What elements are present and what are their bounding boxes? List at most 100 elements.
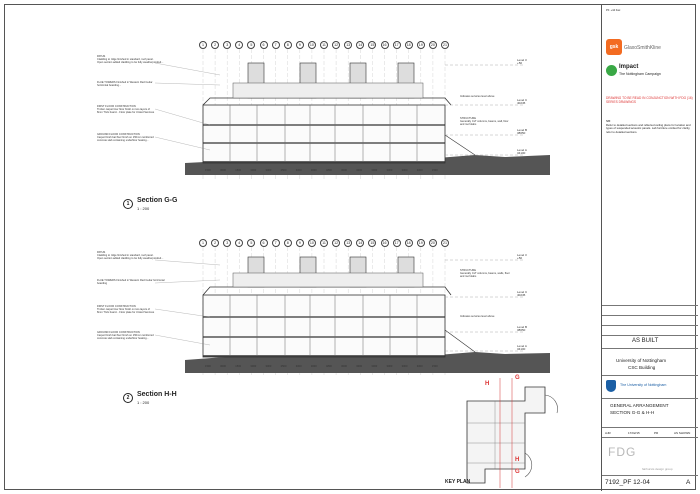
drawing-number: 7192_PF 12-04 [605, 479, 650, 486]
dimension-value: 1500 [205, 169, 211, 172]
grid-bubble: 10 [307, 239, 316, 247]
note-structure: STRUCTURE Generally CLT columns, beams, … [460, 117, 509, 126]
roof-line [202, 97, 452, 106]
dimension-value: 4800 [326, 365, 332, 368]
ground-mass [185, 155, 550, 175]
leader-lines [154, 62, 221, 151]
grid-bubble: 19 [416, 41, 425, 49]
dimension-value: 1500 [431, 169, 438, 172]
grid-bubble: 14 [356, 41, 365, 49]
level-tag: Level B 38650 [517, 128, 528, 136]
level-lines [445, 64, 525, 156]
drawing-title-line-1: GENERAL ARRANGEMENT [610, 403, 669, 408]
section-title: Section H-H [137, 391, 177, 398]
grid-bubble: 15 [368, 41, 377, 49]
grid-bubble: 5 [247, 41, 256, 49]
dimension-value: 3000 [295, 365, 302, 368]
project-name: CSC Building [628, 365, 656, 370]
dimension-value: 3000 [356, 169, 363, 172]
key-plan: H G G H KEY PLAN [445, 373, 601, 491]
grid-bubble: 4 [235, 239, 244, 247]
level-tag: Level A 34100 [517, 344, 527, 352]
impact-subtitle: The Nottingham Campaign [619, 72, 661, 76]
grid-bubble: 18 [404, 239, 413, 247]
dimension-value: 3000 [356, 365, 363, 368]
grid-bubble: 5 [247, 239, 256, 247]
dimension-value: 3000 [401, 365, 408, 368]
dimension-value: 3000 [401, 169, 408, 172]
note-text: Refer to detailed sections and reflected… [606, 123, 691, 134]
grid-bubble: 3 [223, 239, 232, 247]
note-flue-towers: FLUE TOWERS Finished in Western Red Ceda… [97, 279, 165, 285]
dimension-value: 3000 [265, 365, 272, 368]
dimension-value: 1500 [235, 169, 242, 172]
external-ramp [444, 329, 476, 353]
grid-bubble: 20 [428, 239, 437, 247]
grid-bubble: 17 [392, 239, 401, 247]
dimension-value: 1500 [431, 365, 438, 368]
checked-by: PR [654, 431, 659, 435]
note-flue-towers: FLUE TOWERS Finished in Western Red Ceda… [97, 81, 153, 87]
grid-bubble: 12 [332, 41, 341, 49]
key-plan-curve [524, 452, 533, 478]
note-first-floor: FIRST FLOOR CONSTRUCTION Timber carpet l… [97, 105, 155, 114]
grid-bubble: 13 [344, 239, 353, 247]
key-plan-rooms [467, 401, 525, 469]
fdg-logo: FDG [608, 445, 637, 459]
fdg-subtitle: fairhursts design group [642, 467, 673, 471]
grid-bubble: 18 [404, 41, 413, 49]
dimension-value: 3000 [341, 169, 347, 172]
grid-bubble: 6 [259, 41, 268, 49]
section-number: 2 [123, 393, 133, 403]
grid-bubble: 11 [320, 41, 328, 49]
grid-bubble: 15 [368, 239, 377, 247]
contact-line: Ph: +44 Fax: [606, 9, 621, 12]
partitions [229, 105, 418, 162]
client-sponsor-name: GlaxoSmithKline [624, 45, 661, 51]
level-tag: Level 3 +50 [517, 58, 527, 66]
status-stamp: AS BUILT [632, 338, 659, 344]
level-tag: Level B 38650 [517, 325, 528, 333]
dimension-value: 4800 [326, 169, 332, 172]
grid-bubble: 16 [380, 41, 389, 49]
dimension-value: 3000 [416, 365, 423, 368]
note-ground-floor: GROUND FLOOR CONSTRUCTION Carpet finish … [97, 331, 154, 340]
note-first-floor: FIRST FLOOR CONSTRUCTION Timber carpet l… [97, 305, 155, 314]
dimension-value: 3000 [371, 169, 378, 172]
grid-bubble: 21 [441, 239, 449, 247]
building-envelope [202, 294, 446, 358]
note-paths: PATHS Cladding to ridge finished in stan… [97, 251, 164, 260]
dimension-value: 3000 [220, 365, 226, 368]
grid-bubble: 3 [223, 41, 232, 49]
level-tag: Level C 40245 [517, 98, 528, 106]
leader-lines [154, 259, 221, 346]
uon-crest-icon [606, 380, 616, 392]
grid-bubble: 7 [271, 239, 280, 247]
uon-logo-text: The University of Nottingham [620, 383, 667, 387]
title-block: Ph: +44 Fax: gsk GlaxoSmithKline Impact … [601, 5, 698, 491]
dimension-value: 3000 [416, 169, 423, 172]
dimension-value: 3000 [220, 169, 226, 172]
dimension-value: 1500 [235, 365, 242, 368]
plant-enclosure [232, 272, 424, 288]
section-marker-g: G [515, 375, 520, 381]
grid-bubble: 1 [199, 41, 207, 49]
drawing-title-line-2: SECTION G-G & H-H [610, 410, 655, 415]
grid-bubble: 2 [211, 239, 220, 247]
grid-bubble: 7 [271, 41, 280, 49]
dimension-value: 3000 [341, 365, 347, 368]
external-ramp [444, 134, 476, 156]
dimension-value: 2500 [280, 365, 287, 368]
grid-bubble: 8 [283, 239, 292, 247]
impact-title: Impact [619, 64, 639, 70]
roof-line [202, 286, 452, 296]
date: 17/02/15 [628, 431, 640, 435]
grid-bubble: 20 [428, 41, 437, 49]
key-plan-title: KEY PLAN [445, 479, 471, 485]
key-plan-curve [544, 394, 558, 414]
grid-bubble: 10 [307, 41, 316, 49]
plant-enclosure [232, 82, 424, 99]
